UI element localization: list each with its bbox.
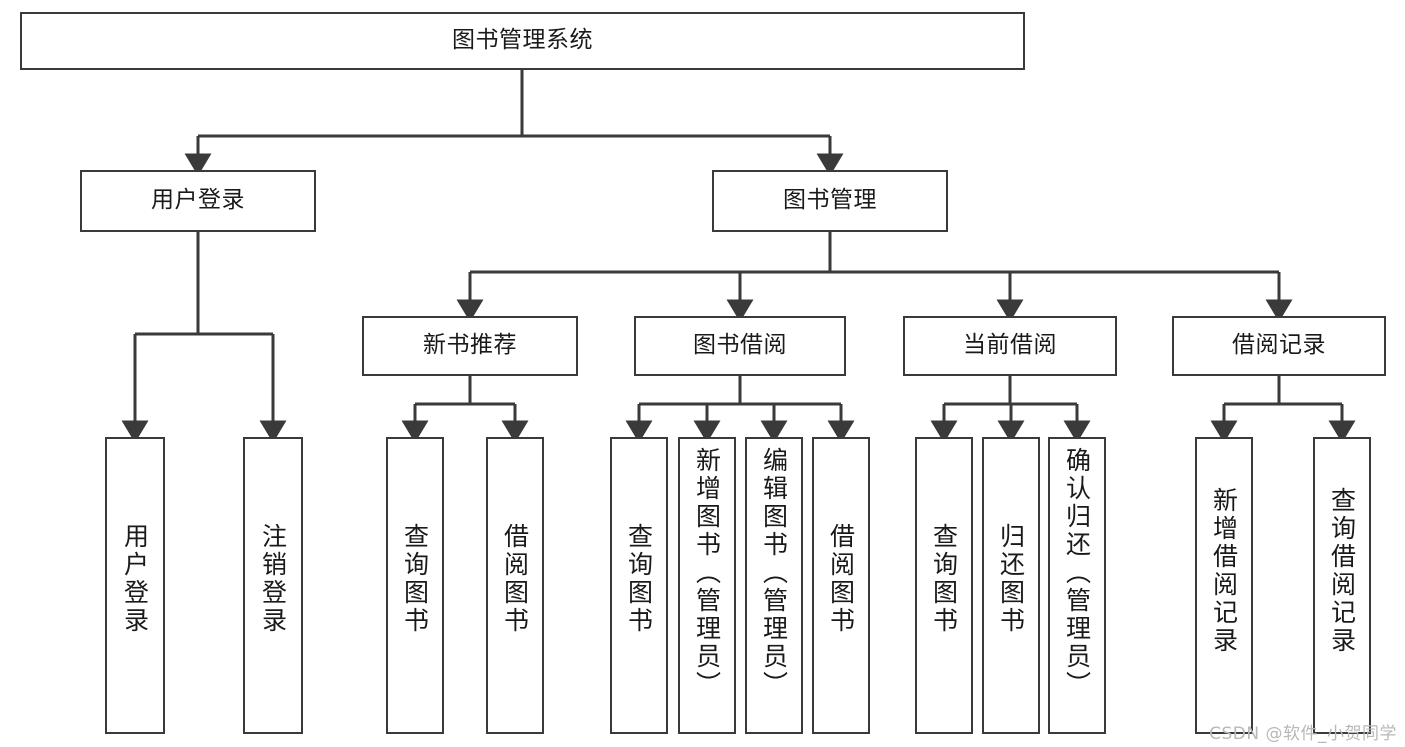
node-leaf-label: 新增图书（管理员） — [692, 447, 722, 699]
edge-root-to-level2 — [184, 70, 844, 176]
node-leaf-return-book[interactable]: 归还图书 — [982, 437, 1040, 734]
node-current-borrow[interactable]: 当前借阅 — [903, 316, 1117, 376]
node-borrow-records-label: 借阅记录 — [1232, 332, 1326, 359]
node-leaf-add-book-admin[interactable]: 新增图书（管理员） — [678, 437, 736, 734]
node-book-borrow[interactable]: 图书借阅 — [634, 316, 846, 376]
node-root-label: 图书管理系统 — [452, 27, 593, 54]
node-leaf-add-borrow-record[interactable]: 新增借阅记录 — [1195, 437, 1253, 734]
node-user-login-label: 用户登录 — [151, 187, 245, 214]
edge-userlogin-to-leaves — [121, 232, 287, 443]
node-leaf-label: 新增借阅记录 — [1209, 487, 1239, 655]
edge-current-to-leaves — [930, 376, 1091, 443]
node-leaf-label: 查询借阅记录 — [1327, 487, 1357, 655]
csdn-watermark: CSDN @软件_小贺同学 — [1209, 724, 1397, 744]
edge-records-to-leaves — [1210, 376, 1356, 443]
node-book-management[interactable]: 图书管理 — [712, 170, 948, 232]
node-leaf-user-login[interactable]: 用户登录 — [105, 437, 165, 734]
node-leaf-query-borrow-record[interactable]: 查询借阅记录 — [1313, 437, 1371, 734]
node-leaf-label: 查询图书 — [400, 523, 430, 635]
node-leaf-edit-book-admin[interactable]: 编辑图书（管理员） — [745, 437, 803, 734]
node-leaf-label: 确认归还（管理员） — [1062, 447, 1092, 699]
node-leaf-borrow-book[interactable]: 借阅图书 — [812, 437, 870, 734]
node-user-login[interactable]: 用户登录 — [80, 170, 316, 232]
node-leaf-query-book-current[interactable]: 查询图书 — [915, 437, 973, 734]
node-leaf-label: 用户登录 — [120, 523, 150, 635]
node-leaf-label: 借阅图书 — [500, 523, 530, 635]
node-leaf-query-book[interactable]: 查询图书 — [610, 437, 668, 734]
node-leaf-label: 注销登录 — [258, 523, 288, 635]
node-leaf-confirm-return-admin[interactable]: 确认归还（管理员） — [1048, 437, 1106, 734]
node-borrow-records[interactable]: 借阅记录 — [1172, 316, 1386, 376]
node-book-management-label: 图书管理 — [783, 187, 877, 214]
edge-borrow-to-leaves — [625, 376, 855, 443]
node-new-book-recommend[interactable]: 新书推荐 — [362, 316, 578, 376]
edge-newbook-to-leaves — [401, 376, 529, 443]
node-leaf-label: 查询图书 — [929, 523, 959, 635]
node-leaf-query-book-new[interactable]: 查询图书 — [386, 437, 444, 734]
node-leaf-label: 借阅图书 — [826, 523, 856, 635]
node-leaf-label: 归还图书 — [996, 523, 1026, 635]
node-leaf-logout[interactable]: 注销登录 — [243, 437, 303, 734]
node-book-borrow-label: 图书借阅 — [693, 332, 787, 359]
node-leaf-borrow-book-new[interactable]: 借阅图书 — [486, 437, 544, 734]
node-leaf-label: 编辑图书（管理员） — [759, 447, 789, 699]
node-leaf-label: 查询图书 — [624, 523, 654, 635]
node-current-borrow-label: 当前借阅 — [963, 332, 1057, 359]
node-new-book-recommend-label: 新书推荐 — [423, 332, 517, 359]
edge-bookmgmt-to-level3 — [456, 232, 1293, 322]
node-root-system[interactable]: 图书管理系统 — [20, 12, 1025, 70]
